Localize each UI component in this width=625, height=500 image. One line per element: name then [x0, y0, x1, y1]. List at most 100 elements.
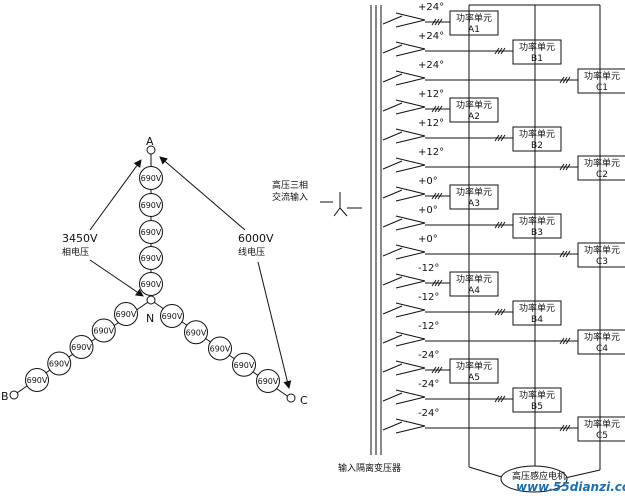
node-a-label: A [146, 135, 154, 148]
winding-tap [382, 276, 403, 286]
three-phase-tick [497, 308, 503, 316]
power-unit-box [512, 300, 562, 326]
winding-tap [382, 247, 403, 257]
three-phase-symbol-right [339, 207, 348, 217]
secondary-winding-symbol [395, 12, 426, 28]
cell-circle [139, 220, 163, 244]
three-phase-tick [434, 366, 440, 374]
winding-tap [382, 189, 403, 199]
cell-circle [208, 336, 232, 361]
cell-circle [184, 320, 208, 345]
secondary-winding-symbol [395, 360, 426, 376]
line-voltage-label: 线电压 [238, 246, 265, 258]
three-phase-tick [434, 18, 440, 26]
three-phase-tick [437, 366, 443, 374]
motor-ellipse [500, 465, 568, 493]
three-phase-tick [562, 424, 568, 432]
power-unit-label: 功率单元 [584, 70, 620, 82]
power-unit-box [577, 68, 625, 94]
three-phase-tick [431, 366, 437, 374]
power-unit-name: C4 [596, 344, 608, 354]
three-phase-tick [431, 279, 437, 287]
three-phase-tick [559, 250, 565, 258]
phase-shift-label: +24° [418, 2, 444, 13]
power-unit-label: 功率单元 [456, 273, 492, 285]
three-phase-tick [494, 134, 500, 142]
cell-group: 690V690V690V690V690V690V690V690V690V690V… [25, 166, 280, 393]
winding-tap [382, 15, 403, 25]
power-unit-label: 功率单元 [456, 360, 492, 372]
power-unit-label: 功率单元 [519, 302, 555, 314]
phase-shift-label: +12° [418, 147, 444, 158]
power-unit-box [449, 10, 499, 36]
power-unit-name: A5 [468, 373, 480, 383]
phase-shift-label: -12° [418, 292, 439, 303]
cell-circle [25, 368, 49, 392]
power-unit-name: A4 [468, 286, 480, 296]
power-unit-box [577, 329, 625, 355]
terminal-a [146, 145, 156, 155]
power-unit-label: 功率单元 [456, 12, 492, 24]
cell-b-1: 690V [114, 302, 138, 326]
cell-voltage-label: 690V [210, 345, 231, 354]
secondary-winding-symbol [395, 128, 426, 144]
three-phase-tick [562, 76, 568, 84]
power-unit-label: 功率单元 [519, 389, 555, 401]
phase-shift-label: +0° [418, 234, 438, 245]
power-unit-name: B4 [531, 315, 543, 325]
cell-c-1: 690V [160, 304, 184, 328]
three-phase-tick [494, 395, 500, 403]
power-unit-box [449, 97, 499, 123]
secondary-winding-symbol [395, 331, 426, 347]
three-phase-tick [497, 395, 503, 403]
node-b-label: B [1, 390, 9, 403]
cell-voltage-label: 690V [162, 312, 183, 321]
winding-tap [382, 102, 403, 112]
three-phase-tick [500, 47, 506, 55]
three-phase-tick [500, 308, 506, 316]
three-phase-tick [565, 250, 571, 258]
three-phase-tick [565, 76, 571, 84]
cell-c-3: 690V [208, 336, 232, 361]
node-n-label: N [146, 312, 154, 325]
power-unit-box [449, 358, 499, 384]
cell-voltage-label: 690V [141, 174, 162, 183]
terminal-b [9, 390, 19, 400]
three-phase-tick [497, 134, 503, 142]
three-phase-tick [497, 47, 503, 55]
cell-circle [91, 318, 116, 343]
three-phase-tick [559, 76, 565, 84]
phase-shift-label: +12° [418, 89, 444, 100]
cell-circle [139, 166, 163, 190]
three-phase-symbol-left [333, 207, 341, 217]
input-label-line2: 交流输入 [272, 191, 308, 203]
winding-tap [382, 334, 403, 344]
three-phase-tick [559, 337, 565, 345]
cell-circle [114, 302, 138, 326]
phase-a-motor-lead [468, 466, 506, 479]
power-unit-label: 功率单元 [584, 157, 620, 169]
input-transformer: 高压三相 交流输入 输入隔离变压器 [272, 5, 401, 474]
power-unit-name: C5 [596, 431, 608, 441]
three-phase-tick [437, 105, 443, 113]
three-phase-tick [437, 192, 443, 200]
power-unit-box [449, 271, 499, 297]
power-unit-label: 功率单元 [456, 99, 492, 111]
cell-b-5: 690V [25, 368, 49, 392]
transformer-caption: 输入隔离变压器 [338, 462, 401, 474]
power-unit-name: C1 [596, 83, 608, 93]
cell-voltage-label: 690V [93, 327, 114, 336]
three-phase-tick [494, 308, 500, 316]
phase-voltage-value: 3450V [62, 232, 98, 245]
cell-voltage-label: 690V [27, 376, 48, 385]
power-unit-box [512, 39, 562, 65]
winding-tap [382, 392, 403, 402]
cell-a-3: 690V [139, 220, 163, 244]
phase-shift-label: -12° [418, 263, 439, 274]
phase-shift-label: -24° [418, 379, 439, 390]
